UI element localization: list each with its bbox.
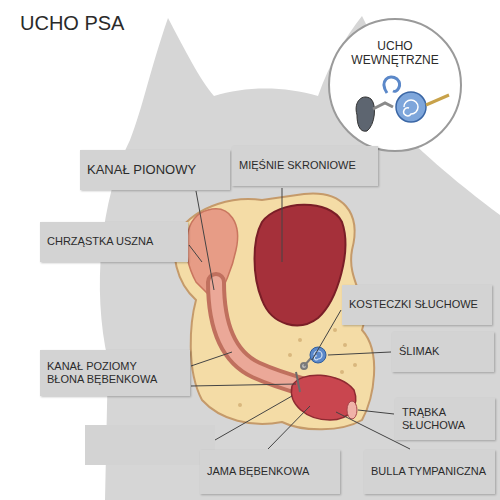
label-box: BULLA TYMPANICZNA xyxy=(364,450,495,494)
bone-dot xyxy=(238,403,242,407)
inset-outline xyxy=(329,19,461,151)
leader-line xyxy=(268,406,310,449)
part-label: BŁONA BĘBENKOWA xyxy=(47,373,183,386)
label-box: KOSTECZKI SŁUCHOWE xyxy=(342,285,492,325)
bone-dot xyxy=(353,363,357,367)
diagram-title: UCHO PSA xyxy=(20,12,124,35)
part-label: KANAŁ PIONOWY xyxy=(87,162,223,178)
leader-line xyxy=(191,384,296,386)
label-box: JAMA BĘBENKOWA xyxy=(200,450,340,494)
bone-dot xyxy=(298,338,302,342)
ossicles-figure xyxy=(373,103,393,109)
tympanic-bulla xyxy=(291,375,355,420)
leader-line xyxy=(328,352,391,355)
canals-figure xyxy=(384,77,399,93)
ossicle xyxy=(304,358,311,366)
part-label: JAMA BĘBENKOWA xyxy=(207,465,333,478)
part-label: KOSTECZKI SŁUCHOWE xyxy=(349,298,485,311)
auditory-tube xyxy=(347,401,357,419)
part-label: MIĘŚNIE SKRONIOWE xyxy=(239,159,371,172)
leader-line xyxy=(358,410,394,414)
bone-dot xyxy=(333,328,337,332)
inset-circle: UCHO WEWNĘTRZNE xyxy=(327,17,463,153)
leader-line xyxy=(196,191,214,290)
part-label: KANAŁ POZIOMY xyxy=(47,360,183,373)
bone-dot xyxy=(288,353,292,357)
label-box: KANAŁ PIONOWY xyxy=(80,150,230,190)
label-box: MIĘŚNIE SKRONIOWE xyxy=(232,146,378,186)
blank-label-box xyxy=(85,425,215,465)
inset-circle-shape xyxy=(327,17,463,153)
part-label: TRĄBKA SŁUCHOWA xyxy=(402,406,488,432)
part-label: CHRZĄSTKA USZNA xyxy=(47,235,181,248)
eardrum xyxy=(296,372,300,392)
leader-line xyxy=(312,310,341,360)
temporal-muscle xyxy=(255,205,346,326)
inset-title: UCHO WEWNĘTRZNE xyxy=(345,39,445,68)
part-label: BULLA TYMPANICZNA xyxy=(371,465,488,478)
bone-dot xyxy=(343,343,347,347)
leader-line xyxy=(191,352,232,366)
ossicles xyxy=(301,358,311,369)
leader-line xyxy=(282,188,283,262)
ear-canal-wall xyxy=(216,282,322,392)
part-label: ŚLIMAK xyxy=(399,345,487,358)
eardrum-figure xyxy=(356,97,374,131)
inner-ear-figure xyxy=(356,77,449,131)
ear-canal xyxy=(216,282,322,392)
label-box: CHRZĄSTKA USZNA xyxy=(40,222,188,262)
leader-line xyxy=(215,396,292,440)
label-box: TRĄBKA SŁUCHOWA xyxy=(395,398,495,440)
label-box: KANAŁ POZIOMYBŁONA BĘBENKOWA xyxy=(40,350,190,396)
cochlea-spiral xyxy=(404,100,418,116)
bone-dot xyxy=(340,370,344,374)
cochlea-figure xyxy=(396,92,426,122)
label-box: ŚLIMAK xyxy=(392,332,494,372)
leader-line xyxy=(189,245,202,262)
nerve-figure xyxy=(426,95,449,105)
